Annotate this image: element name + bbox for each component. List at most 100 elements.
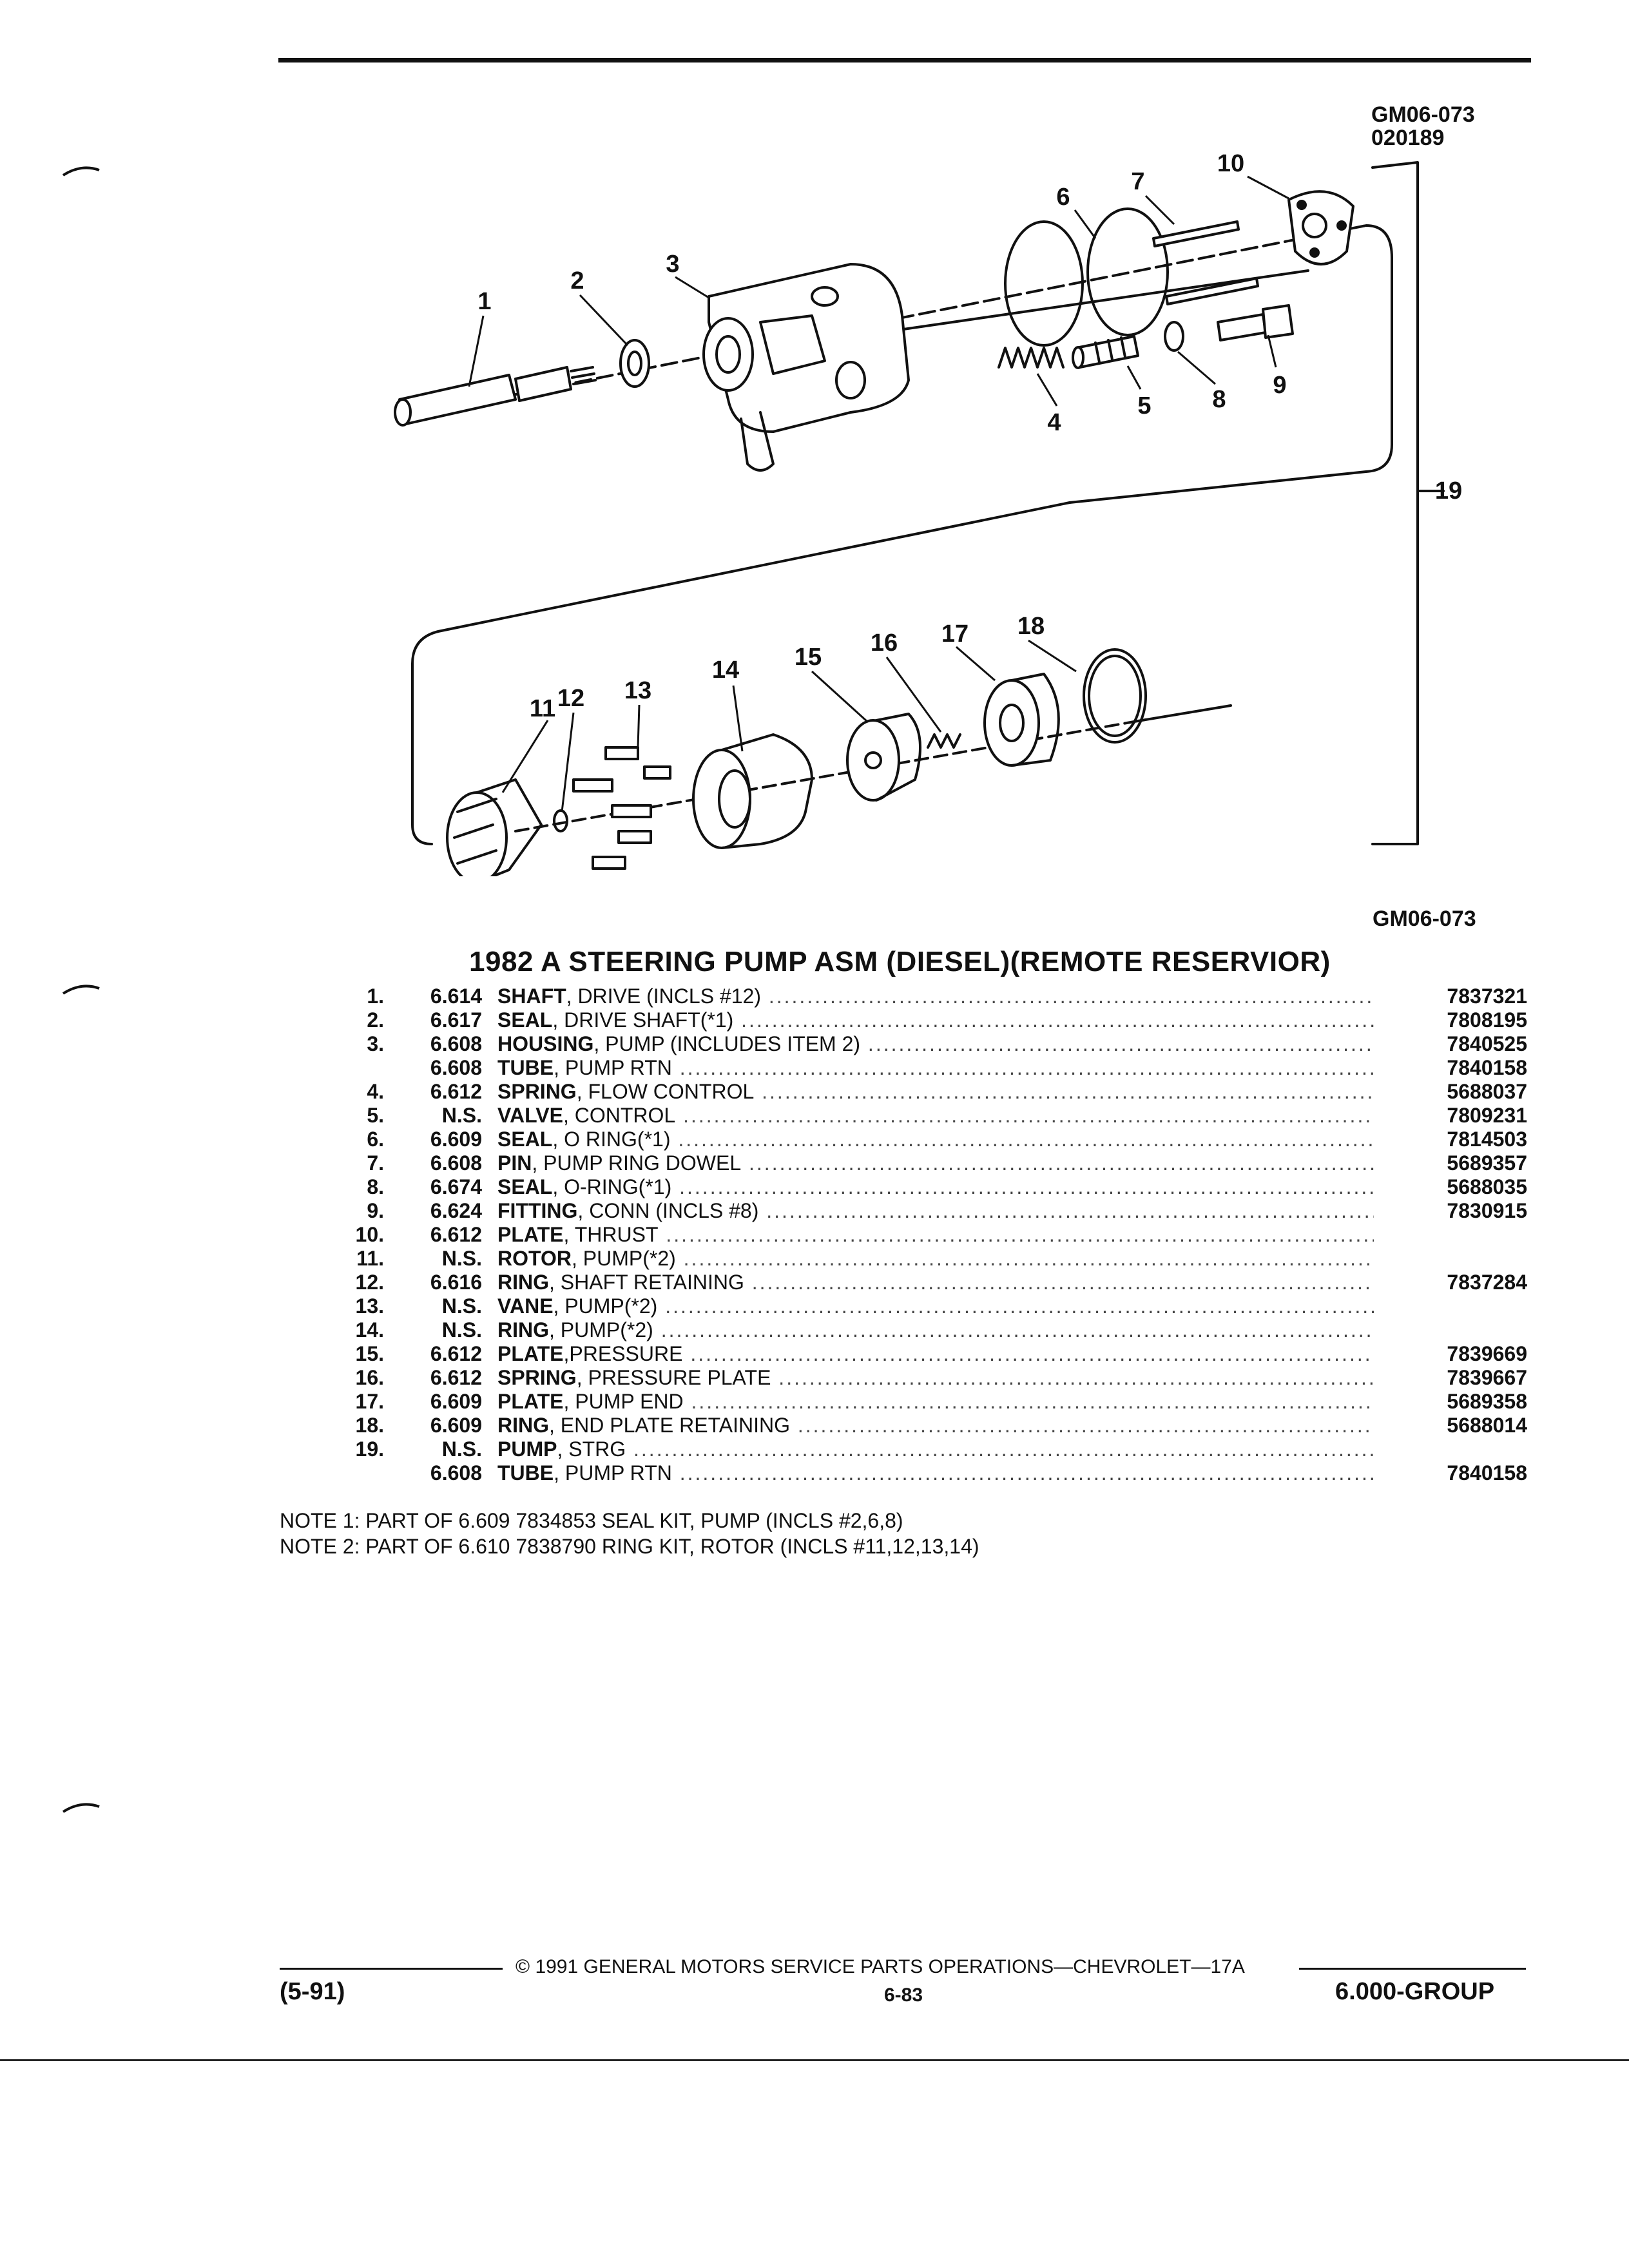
group-number: 6.612 [430,1366,482,1389]
figure-reference: GM06-073 020189 [1371,103,1475,149]
part-name: SHAFT [497,985,566,1008]
group-number: 6.609 [430,1128,482,1151]
footer-rule-right [1299,1968,1526,1970]
callout-14: 14 [712,657,739,684]
part-name: HOUSING [497,1032,594,1055]
part-description: PLATE, PUMP END ........................… [497,1390,1374,1414]
item-number: 15. [355,1342,384,1365]
part-number: 7814503 [1447,1128,1527,1151]
callout-13: 13 [624,677,651,704]
part-description: HOUSING, PUMP (INCLUDES ITEM 2) ........… [497,1032,1374,1056]
part-name: ROTOR [497,1247,572,1270]
part-number: 7839669 [1447,1342,1527,1365]
parts-row: 13.N.S.VANE, PUMP(*2) ..................… [348,1294,1527,1318]
part-description: PLATE, THRUST ..........................… [497,1223,1374,1247]
dot-leader: ........................................… [768,985,1374,1008]
dot-leader: ........................................… [679,1056,1374,1079]
parts-row: 11.N.S.ROTOR, PUMP(*2) .................… [348,1247,1527,1271]
part-number: 7808195 [1447,1008,1527,1032]
dot-leader: ........................................… [665,1294,1374,1318]
dot-leader: ........................................… [633,1437,1374,1461]
part-description: VALVE, CONTROL .........................… [497,1104,1374,1128]
dot-leader: ........................................… [678,1128,1374,1151]
footer-group: 6.000-GROUP [1335,1978,1495,2005]
part-description: PUMP, STRG .............................… [497,1437,1374,1461]
part-name: SEAL [497,1175,553,1198]
parts-row: 5. N.S. VALVE, CONTROL ...................… [348,1104,1527,1128]
item-number: 7. [367,1151,384,1175]
bottom-rule [0,2059,1629,2061]
item-number: 8. [367,1175,384,1198]
part-description: SPRING, PRESSURE PLATE .................… [497,1366,1374,1390]
part-description: VANE, PUMP(*2) .........................… [497,1294,1374,1318]
part-detail: ,PRESSURE [563,1342,683,1365]
part-name: TUBE [497,1056,554,1079]
part-name: RING [497,1318,549,1341]
part-description: RING, PUMP(*2) .........................… [497,1318,1374,1342]
item-number: 9. [367,1199,384,1222]
part-number: 7809231 [1447,1104,1527,1127]
part-description: SPRING, FLOW CONTROL ...................… [497,1080,1374,1104]
item-number: 5. [367,1104,384,1127]
part-number: 7840158 [1447,1461,1527,1485]
group-number: 6.614 [430,985,482,1008]
callout-15: 15 [795,644,822,671]
dot-leader: ........................................… [691,1390,1374,1413]
callout-11: 11 [530,695,555,722]
callout-2: 2 [570,267,584,294]
callout-8: 8 [1212,386,1226,413]
dot-leader: ........................................… [867,1032,1374,1055]
figure-ref-date: 020189 [1371,126,1445,150]
part-name: SPRING [497,1080,577,1103]
callout-12: 12 [557,685,584,712]
part-detail: , O-RING(*1) [552,1175,672,1198]
dot-leader: ........................................… [683,1104,1374,1127]
parts-row: 19.N.S.PUMP, STRG ......................… [348,1437,1527,1461]
callout-5: 5 [1137,392,1151,419]
part-number: 5689358 [1447,1390,1527,1413]
item-number: 18. [355,1414,384,1437]
part-description: TUBE, PUMP RTN .........................… [497,1056,1374,1080]
part-detail: , PUMP(*2) [553,1294,658,1318]
item-number: 17. [355,1390,384,1413]
part-number: 7837284 [1447,1271,1527,1294]
part-name: RING [497,1414,549,1437]
part-number: 5688037 [1447,1080,1527,1103]
part-number: 7830915 [1447,1199,1527,1222]
dot-leader: ........................................… [762,1080,1374,1103]
part-description: ROTOR, PUMP(*2) ........................… [497,1247,1374,1271]
item-number: 1. [367,985,384,1008]
part-name: PLATE [497,1342,564,1365]
dot-leader: ........................................… [690,1342,1374,1365]
part-description: PIN, PUMP RING DOWEL ...................… [497,1151,1374,1175]
part-detail: , CONTROL [563,1104,676,1127]
part-name: FITTING [497,1199,578,1222]
footer-date-code: (5-91) [280,1978,345,2005]
item-number: 11. [356,1247,384,1270]
part-description: SEAL, O-RING(*1) .......................… [497,1175,1374,1199]
part-name: PLATE [497,1390,564,1413]
part-description: PLATE,PRESSURE .........................… [497,1342,1374,1366]
margin-mark [62,985,100,995]
part-description: RING, END PLATE RETAINING ..............… [497,1414,1374,1437]
part-detail: , PUMP(*2) [571,1247,676,1270]
part-name: PIN [497,1151,532,1175]
part-description: SEAL, O RING(*1) .......................… [497,1128,1374,1151]
part-detail: , PUMP RTN [554,1056,672,1079]
group-number: N.S. [441,1437,482,1461]
callout-9: 9 [1273,372,1286,399]
page-title: 1982 A STEERING PUMP ASM (DIESEL)(REMOTE… [469,946,1331,977]
group-number: N.S. [441,1294,482,1318]
dot-leader: ........................................… [797,1414,1374,1437]
note-1: NOTE 1: PART OF 6.609 7834853 SEAL KIT, … [280,1509,903,1532]
group-number: N.S. [441,1104,482,1127]
